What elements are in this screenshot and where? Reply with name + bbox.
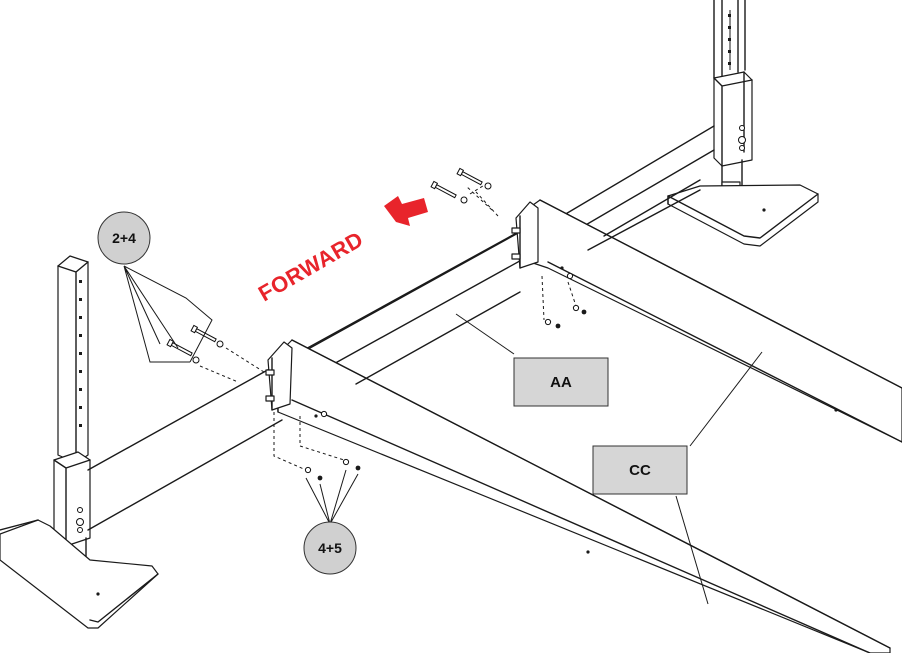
forward-indicator: FORWARD (254, 196, 428, 306)
front-rail-end-cap (265, 341, 328, 418)
callout-2-4: 2+4 (97, 211, 213, 363)
forward-arrow (384, 196, 428, 226)
part-label-cc-text: CC (629, 462, 651, 479)
middle-rail (355, 179, 701, 385)
part-label-aa-text: AA (550, 374, 572, 391)
nuts-rear (541, 275, 587, 329)
rear-rail-end-cap (511, 201, 574, 280)
callout-4-5: 4+5 (303, 469, 359, 575)
callout-bubble (97, 211, 151, 265)
callout-bubble (303, 521, 357, 575)
forward-label: FORWARD (254, 226, 368, 306)
nuts-front (273, 412, 361, 481)
bolts-rear (430, 167, 499, 217)
callout-4-5-label: 4+5 (318, 540, 342, 556)
part-label-cc: CC (592, 351, 763, 605)
bolts-front (166, 324, 265, 383)
left-leg (0, 255, 159, 629)
callout-2-4-label: 2+4 (112, 230, 136, 246)
part-label-aa: AA (455, 313, 609, 407)
right-leg (667, 0, 819, 247)
